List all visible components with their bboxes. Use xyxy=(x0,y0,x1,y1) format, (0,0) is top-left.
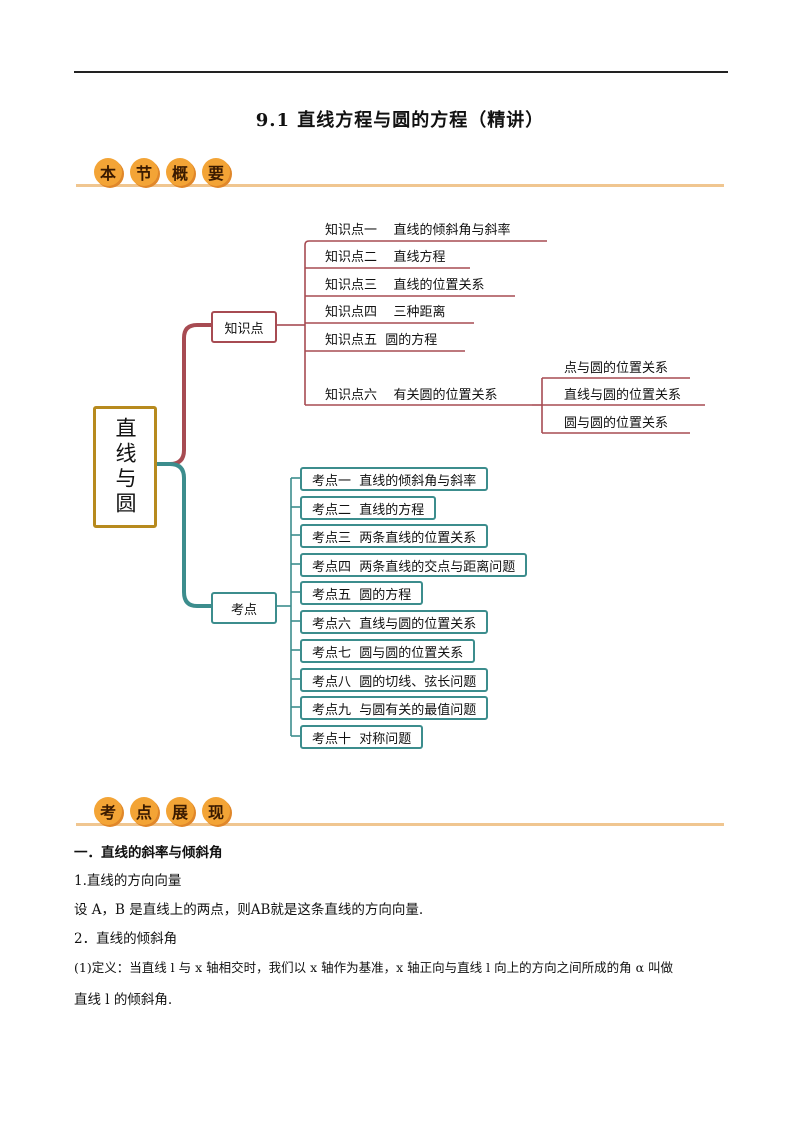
knowledge-subitem: 点与圆的位置关系 xyxy=(564,361,669,376)
knowledge-branch-lines xyxy=(275,240,705,434)
knowledge-subitem: 直线与圆的位置关系 xyxy=(564,388,682,403)
section-header-char: 现 xyxy=(202,797,230,825)
section-header-char: 本 xyxy=(94,158,122,186)
knowledge-item: 知识点四 三种距离 xyxy=(325,305,446,320)
exam-branch-lines xyxy=(275,477,300,737)
section-header-char: 要 xyxy=(202,158,230,186)
section-header-overview: 本 节 概 要 xyxy=(76,158,724,198)
content-paragraph: 2．直线的倾斜角 xyxy=(74,931,178,947)
content-paragraph: (1)定义：当直线 l 与 x 轴相交时，我们以 x 轴作为基准，x 轴正向与直… xyxy=(74,960,674,975)
knowledge-item: 知识点六 有关圆的位置关系 xyxy=(325,388,498,403)
section-header-char: 考 xyxy=(94,797,122,825)
exam-item: 考点四 两条直线的交点与距离问题 xyxy=(300,553,528,577)
content-paragraph: 设 A，B 是直线上的两点，则AB就是这条直线的方向向量. xyxy=(74,902,424,918)
exam-item: 考点六 直线与圆的位置关系 xyxy=(300,610,489,634)
exam-item: 考点二 直线的方程 xyxy=(300,496,437,520)
section-header-exam-points: 考 点 展 现 xyxy=(76,797,724,837)
exam-item: 考点三 两条直线的位置关系 xyxy=(300,524,489,548)
knowledge-item: 知识点五 圆的方程 xyxy=(325,333,438,348)
section-header-char: 展 xyxy=(166,797,194,825)
exam-item: 考点七 圆与圆的位置关系 xyxy=(300,639,476,663)
root-to-knowledge-line xyxy=(153,323,211,466)
content-paragraph: 直线 l 的倾斜角. xyxy=(74,992,173,1008)
content-paragraph: 1.直线的方向向量 xyxy=(74,873,182,889)
mindmap-knowledge-node: 知识点 xyxy=(211,311,277,343)
page-title: 9.1 直线方程与圆的方程（精讲） xyxy=(255,110,545,131)
section-header-char: 概 xyxy=(166,158,194,186)
exam-item: 考点九 与圆有关的最值问题 xyxy=(300,696,489,720)
top-rule xyxy=(74,71,728,73)
section-header-bar xyxy=(76,823,724,826)
root-to-exam-line xyxy=(153,462,211,608)
exam-item: 考点十 对称问题 xyxy=(300,725,424,749)
mindmap-exam-node: 考点 xyxy=(211,592,277,624)
knowledge-item: 知识点二 直线方程 xyxy=(325,250,446,265)
mindmap-root-label: 直线与圆 xyxy=(113,417,137,517)
section-header-char: 节 xyxy=(130,158,158,186)
content-heading: 一．直线的斜率与倾斜角 xyxy=(74,845,223,861)
knowledge-item: 知识点三 直线的位置关系 xyxy=(325,278,485,293)
mindmap-connectors xyxy=(153,240,705,737)
exam-item: 考点一 直线的倾斜角与斜率 xyxy=(300,467,489,491)
section-header-char: 点 xyxy=(130,797,158,825)
knowledge-subitem: 圆与圆的位置关系 xyxy=(564,416,669,431)
mindmap-root: 直线与圆 xyxy=(93,406,157,528)
section-header-bar xyxy=(76,184,724,187)
knowledge-item: 知识点一 直线的倾斜角与斜率 xyxy=(325,223,511,238)
exam-item: 考点八 圆的切线、弦长问题 xyxy=(300,668,489,692)
exam-item: 考点五 圆的方程 xyxy=(300,581,424,605)
